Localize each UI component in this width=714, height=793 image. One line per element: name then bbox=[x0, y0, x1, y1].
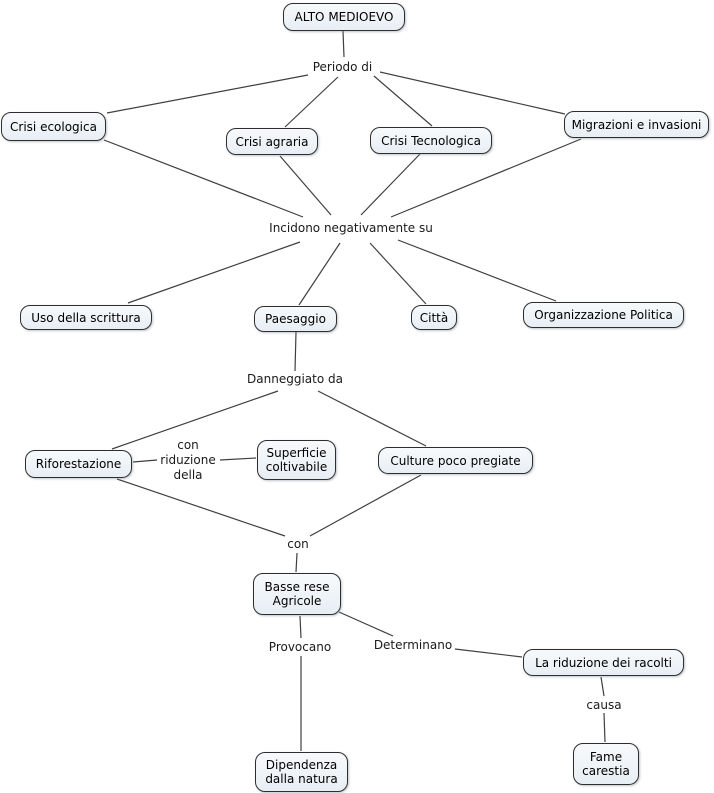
edge-basserese-determinano bbox=[338, 611, 394, 637]
edge-riforestazione-conriduzione bbox=[132, 459, 158, 463]
node-crisi-tecnologica[interactable]: Crisi Tecnologica bbox=[370, 127, 492, 154]
node-citta[interactable]: Città bbox=[411, 305, 457, 330]
link-label-determinano[interactable]: Determinano bbox=[373, 638, 453, 652]
edge-basserese-provocano bbox=[299, 615, 302, 639]
edge-causa-fame bbox=[603, 712, 606, 743]
edge-incidono-organizzazione bbox=[397, 239, 557, 302]
edge-danneggiato-culture bbox=[317, 390, 427, 447]
link-label-periodo-di[interactable]: Periodo di bbox=[312, 60, 373, 74]
node-crisi-agraria[interactable]: Crisi agraria bbox=[226, 128, 318, 155]
node-dipendenza-natura[interactable]: Dipendenza dalla natura bbox=[255, 752, 348, 792]
node-riduzione-racolti[interactable]: La riduzione dei racolti bbox=[523, 649, 684, 676]
edge-crisiecologica-incidono bbox=[103, 139, 304, 218]
edge-altomedioevo-periododi bbox=[342, 30, 345, 58]
edge-periododi-migrazioni bbox=[379, 71, 566, 115]
link-label-provocano[interactable]: Provocano bbox=[268, 640, 332, 654]
edge-riduzioneracolti-causa bbox=[600, 676, 605, 697]
edge-incidono-paesaggio bbox=[298, 242, 341, 306]
link-label-con-riduzione-della[interactable]: con riduzione della bbox=[160, 438, 216, 482]
edge-paesaggio-danneggiato bbox=[294, 331, 297, 372]
link-label-causa[interactable]: causa bbox=[586, 698, 622, 712]
edge-incidono-citta bbox=[369, 242, 427, 305]
node-riforestazione[interactable]: Riforestazione bbox=[25, 450, 132, 478]
link-label-con[interactable]: con bbox=[287, 537, 309, 551]
node-culture-poco-pregiate[interactable]: Culture poco pregiate bbox=[378, 447, 533, 474]
node-paesaggio[interactable]: Paesaggio bbox=[254, 306, 337, 332]
node-alto-medioevo[interactable]: ALTO MEDIOEVO bbox=[283, 3, 405, 31]
node-migrazioni-invasioni[interactable]: Migrazioni e invasioni bbox=[564, 111, 709, 138]
edge-danneggiato-riforestazione bbox=[111, 390, 279, 450]
node-basse-rese-agricole[interactable]: Basse rese Agricole bbox=[253, 573, 341, 615]
node-organizzazione-politica[interactable]: Organizzazione Politica bbox=[523, 302, 684, 328]
edge-determinano-riduzioneracolti bbox=[454, 648, 523, 658]
node-crisi-ecologica[interactable]: Crisi ecologica bbox=[1, 112, 106, 141]
edge-migrazioni-incidono bbox=[390, 138, 582, 218]
link-label-incidono[interactable]: Incidono negativamente su bbox=[269, 221, 433, 235]
node-uso-della-scrittura[interactable]: Uso della scrittura bbox=[20, 305, 152, 330]
edge-periododi-crisiecologica bbox=[106, 74, 309, 114]
edge-crisitecnologica-incidono bbox=[360, 153, 421, 216]
edge-periododi-crisiagraria bbox=[284, 76, 339, 128]
link-label-danneggiato[interactable]: Danneggiato da bbox=[247, 372, 343, 386]
edge-con-basserese bbox=[295, 552, 298, 573]
node-superficie-coltivabile[interactable]: Superficie coltivabile bbox=[257, 440, 336, 480]
edge-crisiagraria-incidono bbox=[279, 155, 332, 216]
node-fame-carestia[interactable]: Fame carestia bbox=[573, 743, 639, 785]
edge-conriduzione-superficie bbox=[219, 457, 257, 461]
edge-culture-con bbox=[309, 474, 422, 537]
edge-incidono-usoscrittura bbox=[127, 241, 301, 304]
edge-riforestazione-con bbox=[116, 478, 286, 537]
edge-periododi-crisitecnologica bbox=[373, 75, 433, 127]
